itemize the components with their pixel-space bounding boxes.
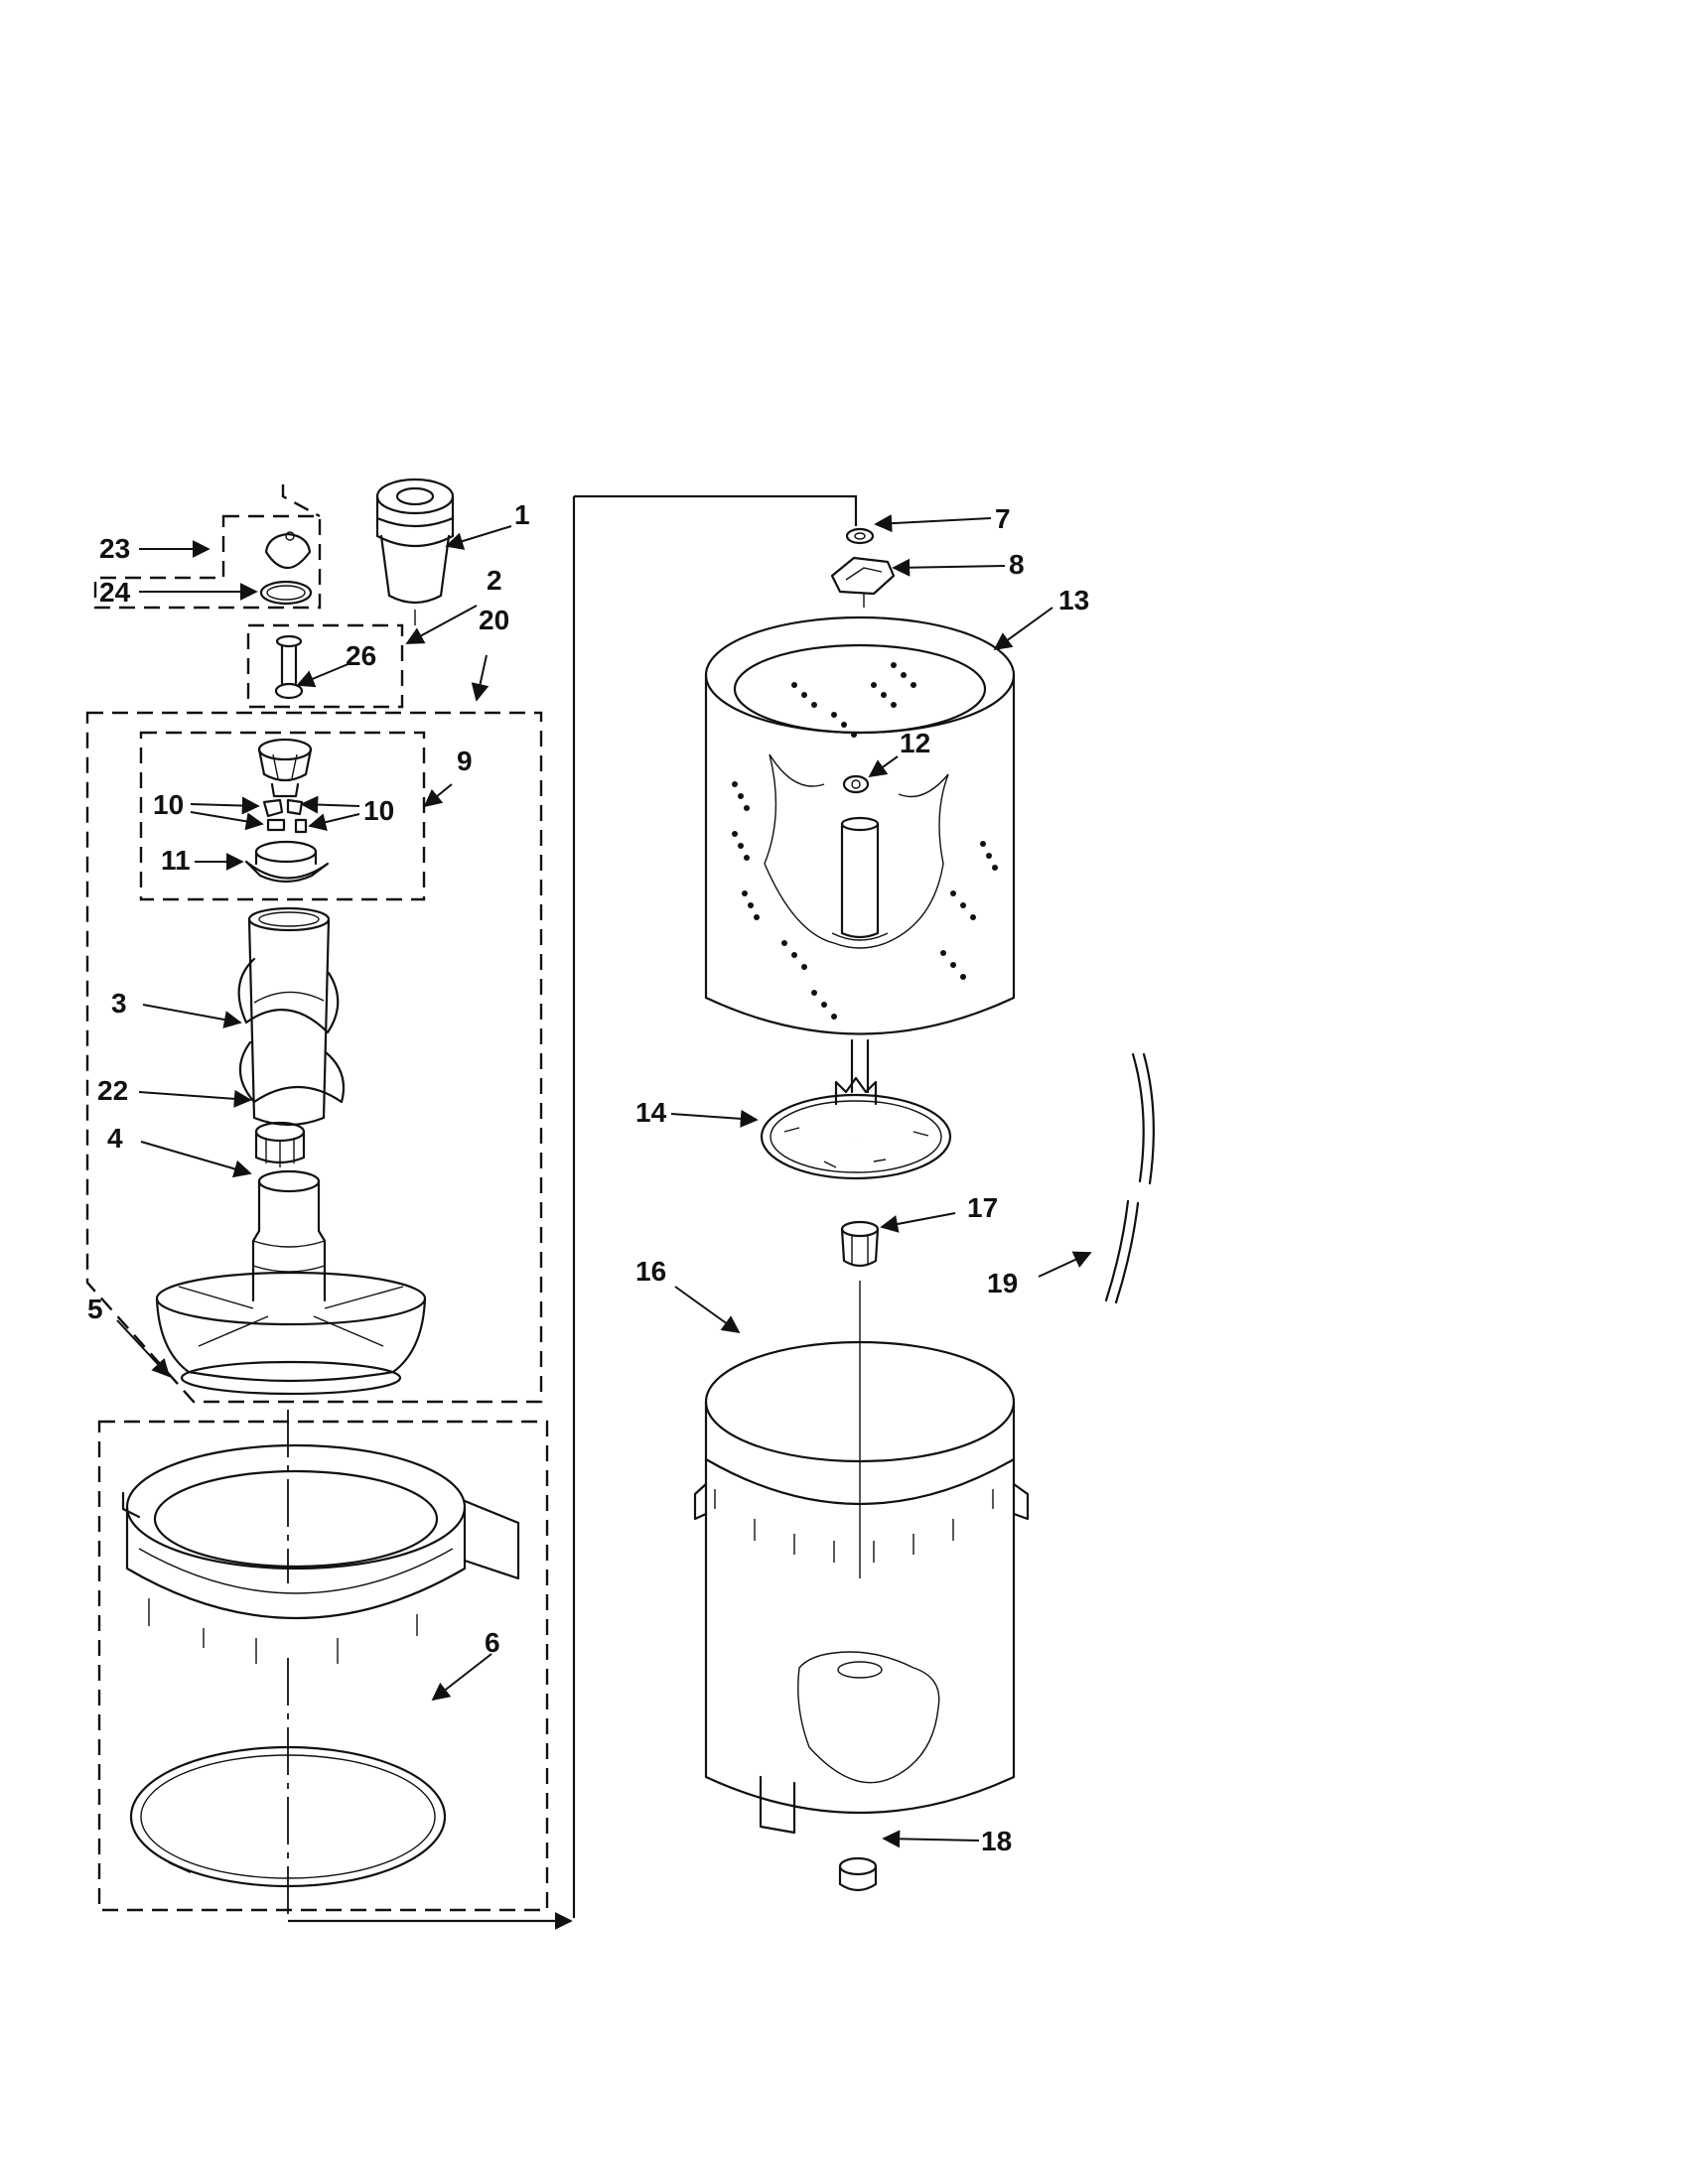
- part-8-bracket: [830, 556, 896, 608]
- callout-7: 7: [995, 503, 1011, 534]
- part-22-bushing: [254, 1121, 306, 1167]
- callout-14: 14: [635, 1097, 667, 1128]
- callout-9: 9: [457, 746, 473, 776]
- group-box-23: [93, 514, 322, 610]
- callout-26: 26: [346, 640, 376, 671]
- group-box-2: [246, 623, 404, 709]
- part-12-nut: [842, 774, 870, 794]
- leaders: [116, 514, 1092, 1848]
- group-box-20: [85, 711, 543, 1404]
- callout-20: 20: [479, 605, 509, 635]
- callout-10-left: 10: [153, 789, 184, 820]
- callout-4: 4: [107, 1123, 123, 1154]
- callout-11: 11: [161, 845, 191, 876]
- part-9-agitator-cap: [257, 738, 313, 798]
- callout-5: 5: [87, 1294, 103, 1324]
- leader-dashed-1: [281, 484, 321, 518]
- basket-perforations: [732, 662, 998, 1020]
- part-23-cap: [264, 531, 312, 570]
- callout-10-right: 10: [363, 795, 394, 826]
- part-7-washer: [845, 527, 875, 545]
- callout-24: 24: [99, 577, 131, 608]
- callout-2: 2: [487, 565, 502, 596]
- part-1-dispenser-cup: [375, 478, 455, 625]
- callout-8: 8: [1009, 549, 1025, 580]
- group-box-5: [97, 1420, 549, 1912]
- callout-13: 13: [1058, 585, 1089, 615]
- callout-6: 6: [485, 1627, 500, 1658]
- part-10-dogs: [262, 798, 308, 834]
- callout-1: 1: [514, 499, 530, 530]
- callout-17: 17: [967, 1192, 998, 1223]
- callout-22: 22: [97, 1075, 128, 1106]
- callout-19: 19: [987, 1268, 1018, 1298]
- part-26-bolt: [274, 634, 304, 700]
- part-13-basket: [704, 615, 1016, 1035]
- callout-16: 16: [635, 1256, 666, 1287]
- part-18-plug: [838, 1856, 878, 1892]
- part-24-ring: [259, 580, 313, 606]
- part-5-tub-ring: [121, 1443, 520, 1664]
- callout-18: 18: [981, 1826, 1012, 1856]
- part-17-coupling: [840, 1220, 880, 1268]
- route-top: [574, 494, 858, 526]
- callout-3: 3: [111, 988, 127, 1019]
- callout-12: 12: [900, 728, 930, 758]
- part-16-outer-tub: [693, 1340, 1030, 1835]
- part-4-agitator-base: [155, 1169, 427, 1396]
- part-11-cam: [244, 840, 330, 884]
- part-14-hub: [760, 1076, 952, 1180]
- callout-23: 23: [99, 533, 130, 564]
- part-19-hose: [1104, 1052, 1155, 1304]
- part-3-agitator-auger: [237, 906, 346, 1127]
- callout-labels: 1 2 3 4 5 6 7 8 9 10 10 11 12 13 14 16 1…: [87, 499, 1089, 1856]
